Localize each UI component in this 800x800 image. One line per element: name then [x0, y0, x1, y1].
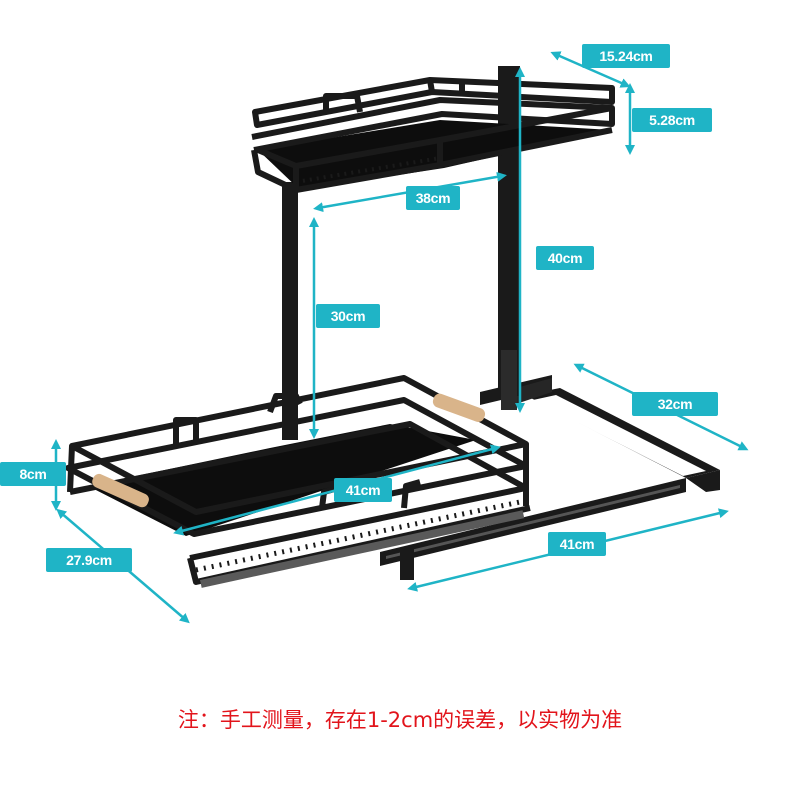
basket-width-label: 41cm [334, 478, 392, 502]
basket-depth-label: 27.9cm [46, 548, 132, 572]
top-shelf [251, 77, 615, 193]
top-depth-label: 15.24cm [582, 44, 670, 68]
total-height-label: 40cm [536, 246, 594, 270]
measurement-note: 注：手工测量，存在1-2cm的误差，以实物为准 [177, 708, 623, 732]
clearance-label: 30cm [316, 304, 380, 328]
rail-length-label: 41cm [548, 532, 606, 556]
top-height-label: 5.28cm [632, 108, 712, 132]
lower-basket [65, 375, 531, 588]
top-width-label: 38cm [406, 186, 460, 210]
basket-height-label: 8cm [0, 462, 66, 486]
rail-depth-label: 32cm [632, 392, 718, 416]
